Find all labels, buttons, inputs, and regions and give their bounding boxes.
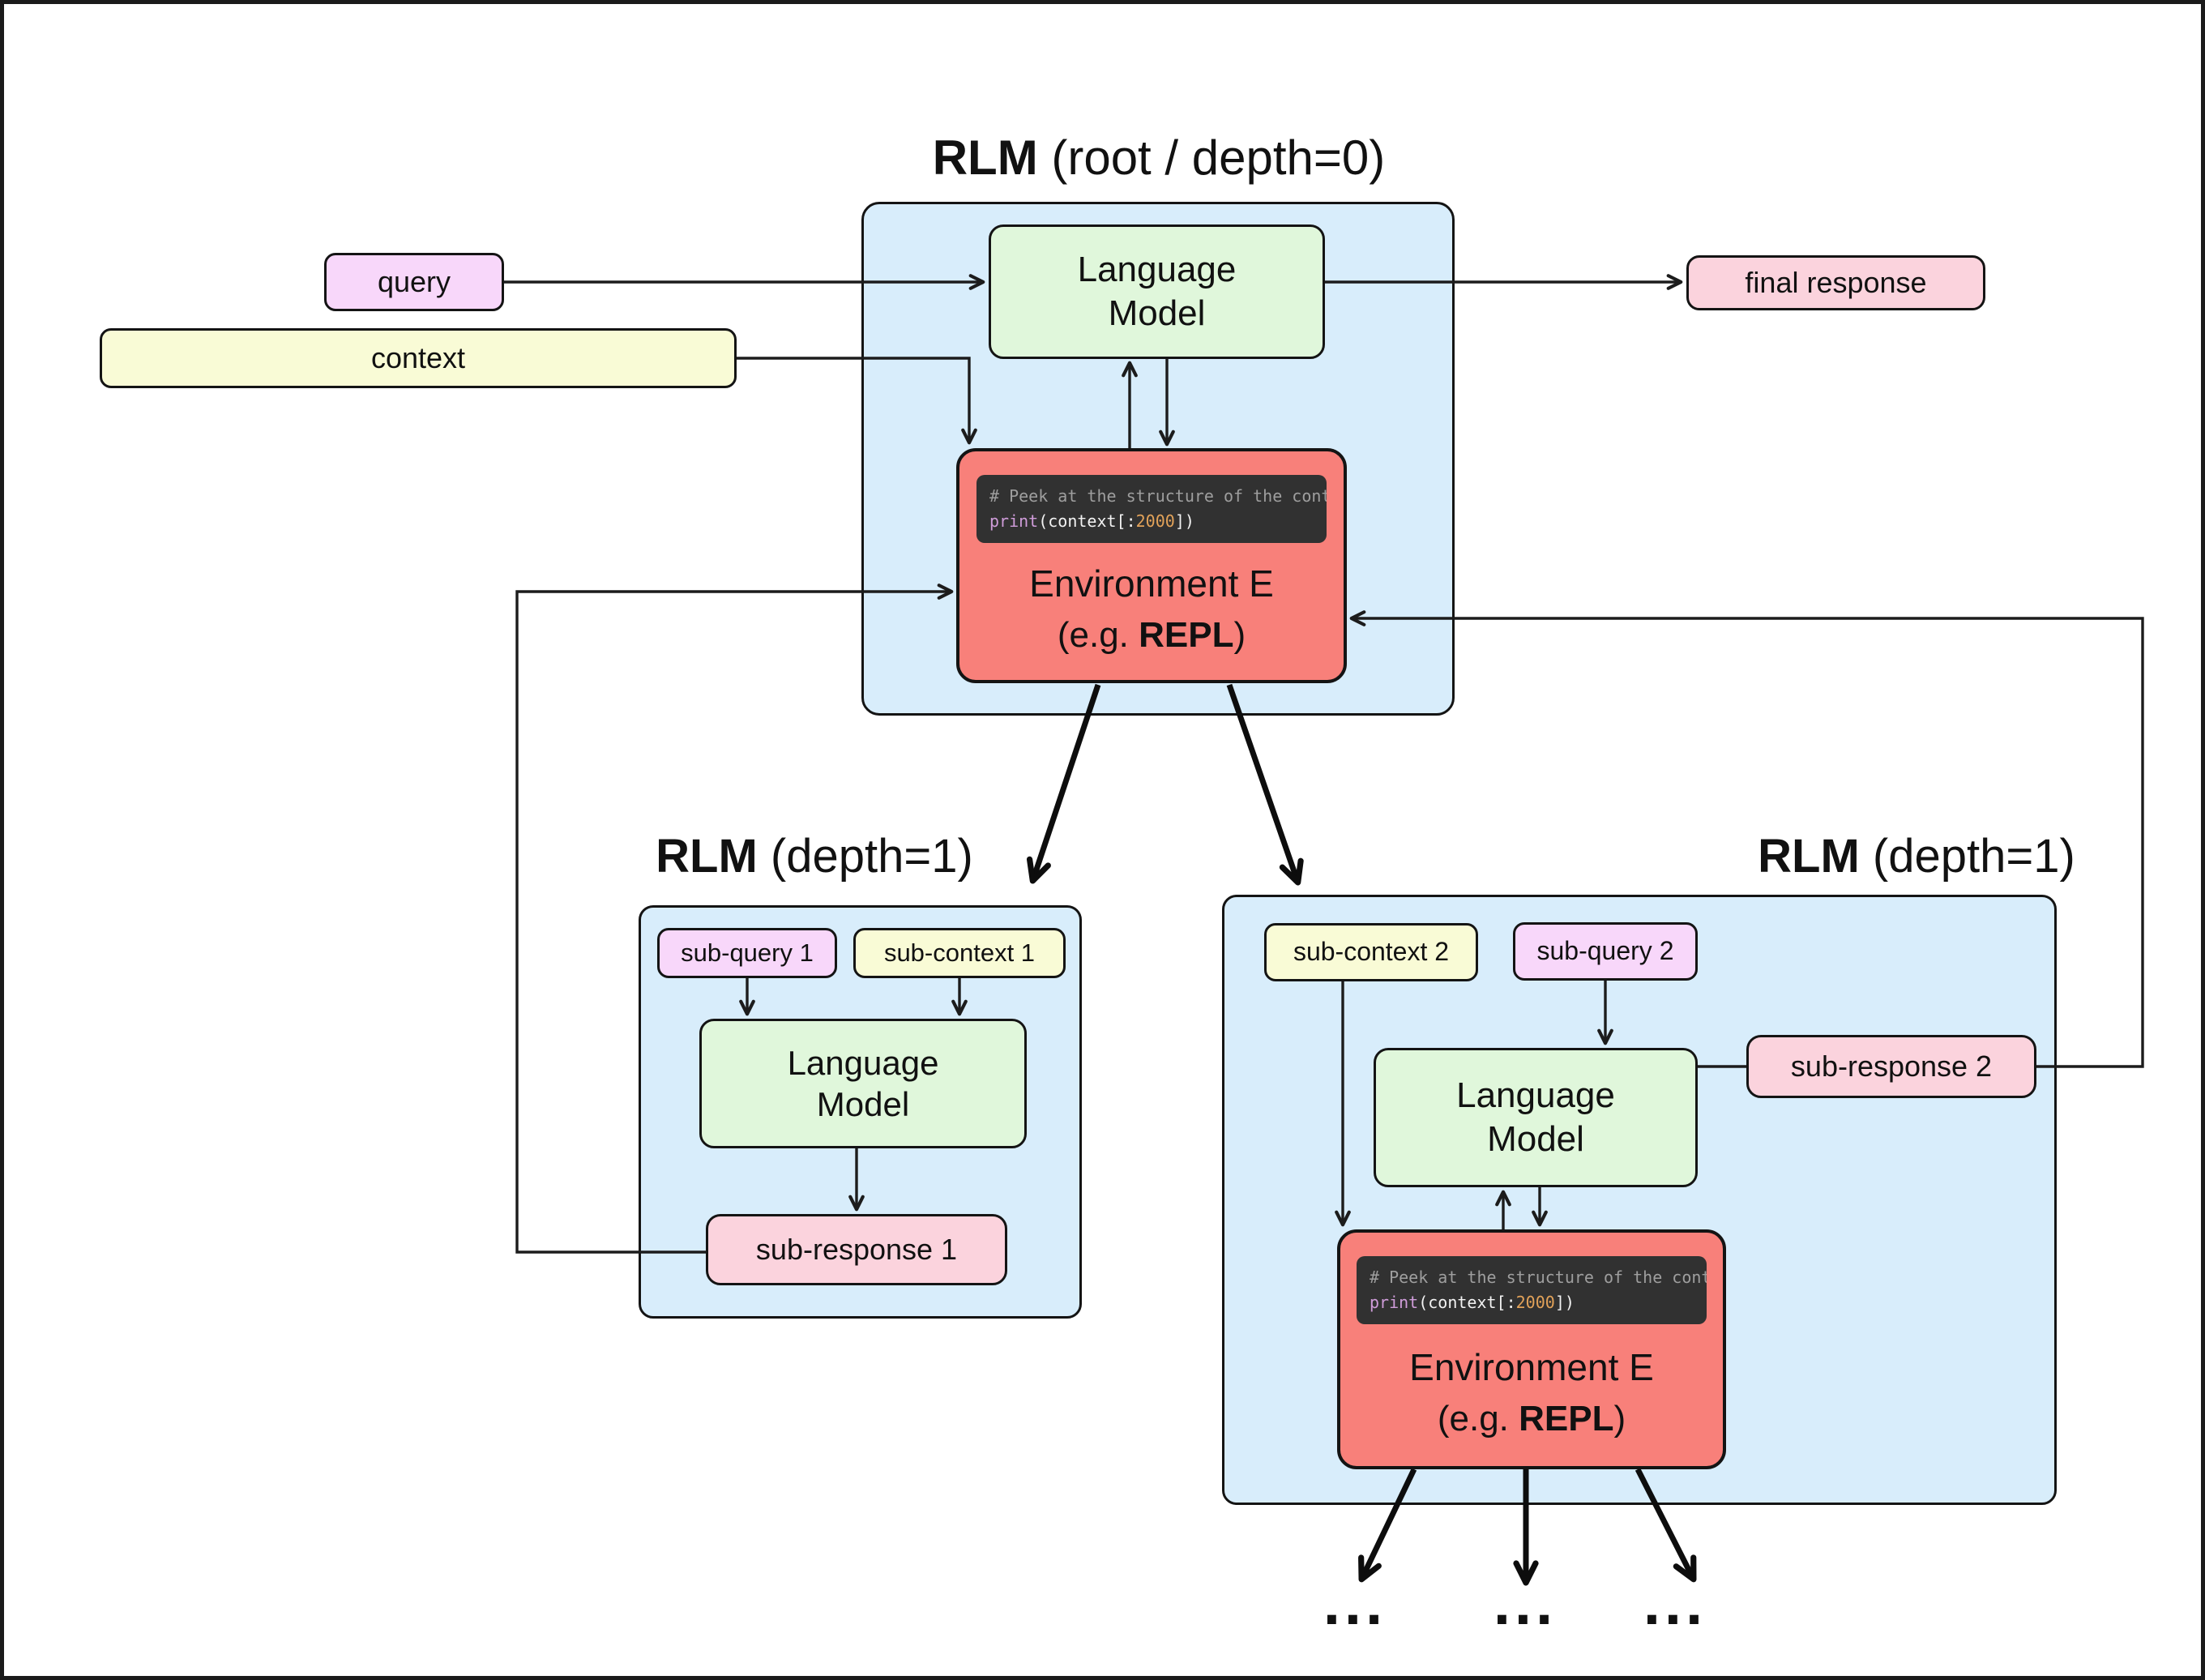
context-label: context	[370, 341, 466, 375]
code-number-token: 2000	[1515, 1293, 1555, 1312]
final-response-node: final response	[1686, 255, 1985, 310]
env-subtitle-prefix: (e.g.	[1057, 614, 1139, 655]
child-right-rlm-title: RLM (depth=1)	[1633, 829, 2200, 883]
child-right-environment-subtitle: (e.g. REPL)	[1438, 1399, 1626, 1439]
code-args-close-token: ])	[1174, 511, 1194, 531]
recursion-ellipsis-right: ...	[1643, 1569, 1707, 1638]
child-right-environment-title: Environment E	[1409, 1345, 1654, 1388]
code-number-token: 2000	[1135, 511, 1175, 531]
query-label: query	[377, 265, 451, 299]
code-args-open-token: (context[:	[1038, 511, 1136, 531]
sub-query-2-node: sub-query 2	[1513, 922, 1698, 981]
root-rlm-title-bold: RLM	[932, 130, 1038, 185]
code-comment-line: # Peek at the structure of the context	[989, 486, 1327, 506]
code-print-line: print(context[:2000])	[989, 509, 1314, 534]
sub-response-1-label: sub-response 1	[755, 1233, 958, 1267]
code-args-close-token: ])	[1554, 1293, 1575, 1312]
root-environment-subtitle: (e.g. REPL)	[1058, 615, 1246, 656]
sub-context-2-label: sub-context 2	[1293, 937, 1450, 967]
code-args-open-token: (context[:	[1418, 1293, 1516, 1312]
sub-query-1-label: sub-query 1	[681, 938, 814, 968]
env-subtitle-repl: REPL	[1519, 1398, 1614, 1438]
root-environment-title: Environment E	[1029, 562, 1274, 605]
env-subtitle-repl: REPL	[1139, 614, 1234, 655]
recursion-ellipsis-left: ...	[1323, 1569, 1387, 1638]
sub-query-1-node: sub-query 1	[657, 928, 837, 978]
child-right-rlm-title-bold: RLM	[1758, 830, 1860, 883]
code-function-token: print	[1370, 1293, 1419, 1312]
sub-context-1-label: sub-context 1	[883, 938, 1036, 968]
sub-context-1-node: sub-context 1	[853, 928, 1066, 978]
root-environment-text: Environment E (e.g. REPL)	[1029, 543, 1274, 680]
child-left-language-model-label: Language Model	[787, 1043, 939, 1123]
child-right-environment-text: Environment E (e.g. REPL)	[1409, 1324, 1654, 1466]
root-environment-code-snippet: # Peek at the structure of the context p…	[976, 475, 1327, 543]
sub-query-2-label: sub-query 2	[1536, 936, 1674, 966]
child-right-environment-node: # Peek at the structure of the context p…	[1337, 1229, 1726, 1469]
context-node: context	[100, 328, 737, 388]
child-right-rlm-title-rest: (depth=1)	[1872, 830, 2075, 883]
child-right-language-model-label: Language Model	[1456, 1075, 1615, 1159]
recursion-ellipsis-middle: ...	[1493, 1569, 1558, 1638]
child-left-language-model-node: Language Model	[699, 1019, 1027, 1148]
root-rlm-title-rest: (root / depth=0)	[1051, 130, 1386, 185]
sub-response-2-label: sub-response 2	[1790, 1049, 1993, 1084]
root-language-model-node: Language Model	[989, 224, 1325, 359]
child-right-environment-code-snippet: # Peek at the structure of the context p…	[1357, 1256, 1707, 1324]
code-comment-line: # Peek at the structure of the context	[1370, 1267, 1707, 1287]
sub-response-2-node: sub-response 2	[1746, 1035, 2036, 1098]
root-environment-node: # Peek at the structure of the context p…	[956, 448, 1347, 683]
code-function-token: print	[989, 511, 1039, 531]
sub-response-1-node: sub-response 1	[706, 1214, 1007, 1285]
child-left-rlm-title: RLM (depth=1)	[531, 829, 1098, 883]
final-response-label: final response	[1745, 266, 1927, 300]
env-subtitle-suffix: )	[1613, 1398, 1626, 1438]
root-rlm-title: RLM (root / depth=0)	[835, 130, 1483, 186]
sub-context-2-node: sub-context 2	[1264, 923, 1478, 981]
env-subtitle-suffix: )	[1233, 614, 1246, 655]
child-left-rlm-title-rest: (depth=1)	[770, 830, 973, 883]
env-subtitle-prefix: (e.g.	[1437, 1398, 1519, 1438]
query-node: query	[324, 253, 504, 311]
root-language-model-label: Language Model	[1077, 250, 1237, 333]
code-print-line: print(context[:2000])	[1370, 1290, 1694, 1315]
child-right-language-model-node: Language Model	[1374, 1048, 1698, 1187]
child-left-rlm-title-bold: RLM	[656, 830, 758, 883]
